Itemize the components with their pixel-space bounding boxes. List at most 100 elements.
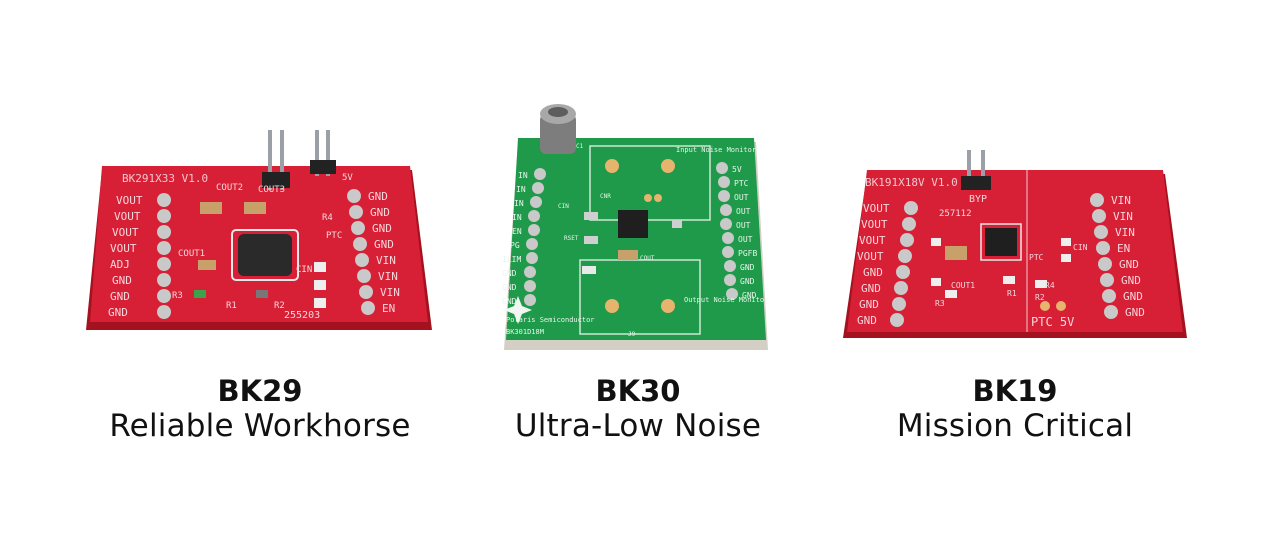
bk29-right-pins [347, 189, 375, 315]
bk29-ref-label: COUT2 [216, 183, 243, 193]
bk30-pin-label: EN [512, 227, 522, 236]
bk30-ref-label: J9 [628, 331, 636, 338]
bk30-ref-label: CNR [600, 193, 611, 200]
ptc-5v-label: PTC 5V [1031, 315, 1074, 329]
bk19-ref-label: PTC [1029, 253, 1044, 262]
bk19-pin-label: GND [1123, 290, 1143, 303]
bk30-ref-label: CIN [558, 203, 569, 210]
product-bk29: BK291X33 V1.0 VOUT VOUT VOUT VOUT ADJ GN… [60, 90, 460, 444]
bk29-pin-label: VIN [378, 270, 398, 283]
bk30-pin-label: GND [740, 277, 755, 286]
bk19-pin-label: VIN [1115, 226, 1135, 239]
maker-label: Polaris Semiconductor [506, 316, 595, 324]
bk29-caption: BK29 Reliable Workhorse [109, 374, 410, 444]
bk29-board-image: BK291X33 V1.0 VOUT VOUT VOUT VOUT ADJ GN… [86, 130, 432, 330]
bk30-pin-label: OUT [734, 193, 749, 202]
bk30-pin-label: GND [502, 297, 517, 306]
bk29-regulator-ic [238, 234, 292, 276]
bk29-pin-label: GND [370, 206, 390, 219]
bk29-pin-label: VIN [376, 254, 396, 267]
bk19-caption: BK19 Mission Critical [897, 374, 1133, 444]
bk29-pin-label: GND [368, 190, 388, 203]
bk30-pin-label: PTC [734, 179, 749, 188]
product-name: BK29 [217, 374, 303, 408]
bk30-board-image: IN IN IN IN EN PG ILIM GND GND GND [502, 104, 768, 350]
bk30-pin-label: GND [740, 263, 755, 272]
product-tagline: Reliable Workhorse [109, 408, 411, 444]
bk19-silk-id: BK191X18V V1.0 [865, 176, 958, 189]
input-noise-monitor-label: Input Noise Monitor [676, 146, 756, 154]
bk29-silk-id: BK291X33 V1.0 [122, 172, 208, 185]
bk19-serial: 257112 [939, 209, 972, 219]
bk19-pin-label: VOUT [861, 218, 888, 231]
product-tagline: Ultra-Low Noise [514, 408, 762, 444]
bk30-pin-label: GND [502, 269, 517, 278]
bk30-right-pins [716, 162, 738, 300]
bk19-pin-label: GND [863, 266, 883, 279]
bk29-ref-label: R4 [322, 213, 333, 223]
bk19-regulator-ic [985, 228, 1017, 256]
bk29-pin-label: VOUT [110, 242, 137, 255]
bk29-pin-label: GND [108, 306, 128, 319]
bk29-pin-label: VOUT [112, 226, 139, 239]
bk19-pin-label: VOUT [863, 202, 890, 215]
bk29-pin-label: EN [382, 302, 395, 315]
bk19-pin-label: VIN [1111, 194, 1131, 207]
bk30-pin-label: OUT [738, 235, 753, 244]
bk30-pin-label: PG [510, 241, 520, 250]
bk29-pin-label: VIN [380, 286, 400, 299]
bk19-board-image: BK191X18V V1.0 BYP 257112 [843, 150, 1187, 338]
bk29-ref-label: CIN [296, 265, 312, 275]
bk19-ref-label: COUT1 [951, 281, 975, 290]
bk30-pin-label: PGFB [738, 249, 757, 258]
bk19-pin-label: VIN [1113, 210, 1133, 223]
bk29-pin-label: GND [112, 274, 132, 287]
bk19-ref-label: R3 [935, 299, 945, 308]
product-bk30: IN IN IN IN EN PG ILIM GND GND GND [478, 90, 798, 444]
bk30-pin-label: IN [518, 171, 528, 180]
bk19-ref-label: R1 [1007, 289, 1017, 298]
bk29-pin-label: GND [372, 222, 392, 235]
bypass-label: BYP [969, 194, 987, 205]
product-tagline: Mission Critical [896, 408, 1134, 444]
bk29-pin-label: GND [110, 290, 130, 303]
output-noise-monitor-label: Output Noise Monitor [684, 296, 768, 304]
bk30-ref-label: RSET [564, 235, 579, 242]
bk29-serial: 255203 [284, 310, 320, 321]
bk19-pin-label: GND [1125, 306, 1145, 319]
bk19-pin-label: VOUT [857, 250, 884, 263]
bk30-pin-label: IN [514, 199, 524, 208]
bk30-ref-label: COUT [640, 255, 655, 262]
bk30-regulator-ic [618, 210, 648, 238]
board-photo-bk29: BK291X33 V1.0 VOUT VOUT VOUT VOUT ADJ GN… [60, 90, 460, 350]
bk30-caption: BK30 Ultra-Low Noise [515, 374, 761, 444]
bk30-pin-label: ILIM [502, 255, 521, 264]
bk29-left-pins [157, 193, 171, 319]
bk29-ref-label: R2 [274, 301, 285, 311]
bk30-pin-label: GND [742, 291, 757, 300]
bk19-pin-label: GND [859, 298, 879, 311]
bk29-ref-label: COUT3 [258, 185, 285, 195]
bk29-ref-label: R1 [226, 301, 237, 311]
bk29-ref-label: COUT1 [178, 249, 205, 259]
bk19-left-pins [890, 201, 918, 327]
board-photo-bk19: BK191X18V V1.0 BYP 257112 [835, 90, 1195, 350]
bk19-pin-label: GND [861, 282, 881, 295]
bk29-ref-label: R3 [172, 291, 183, 301]
bk30-pin-label: OUT [736, 221, 751, 230]
bk19-pin-label: VOUT [859, 234, 886, 247]
bk19-ref-label: R2 [1035, 293, 1045, 302]
bk19-pin-label: GND [1119, 258, 1139, 271]
bk29-pin-label: VOUT [116, 194, 143, 207]
bk30-pin-label: GND [502, 283, 517, 292]
bk29-pin-label: GND [374, 238, 394, 251]
bk19-ref-label: R4 [1045, 281, 1055, 290]
polaris-logo [504, 296, 532, 324]
bk30-pin-label: IN [516, 185, 526, 194]
bk30-pin-label: OUT [736, 207, 751, 216]
part-number: BK301D18M [506, 328, 544, 336]
product-name: BK30 [595, 374, 681, 408]
bk30-pin-label: 5V [732, 165, 742, 174]
bk29-pin-label: VOUT [114, 210, 141, 223]
product-name: BK19 [972, 374, 1058, 408]
